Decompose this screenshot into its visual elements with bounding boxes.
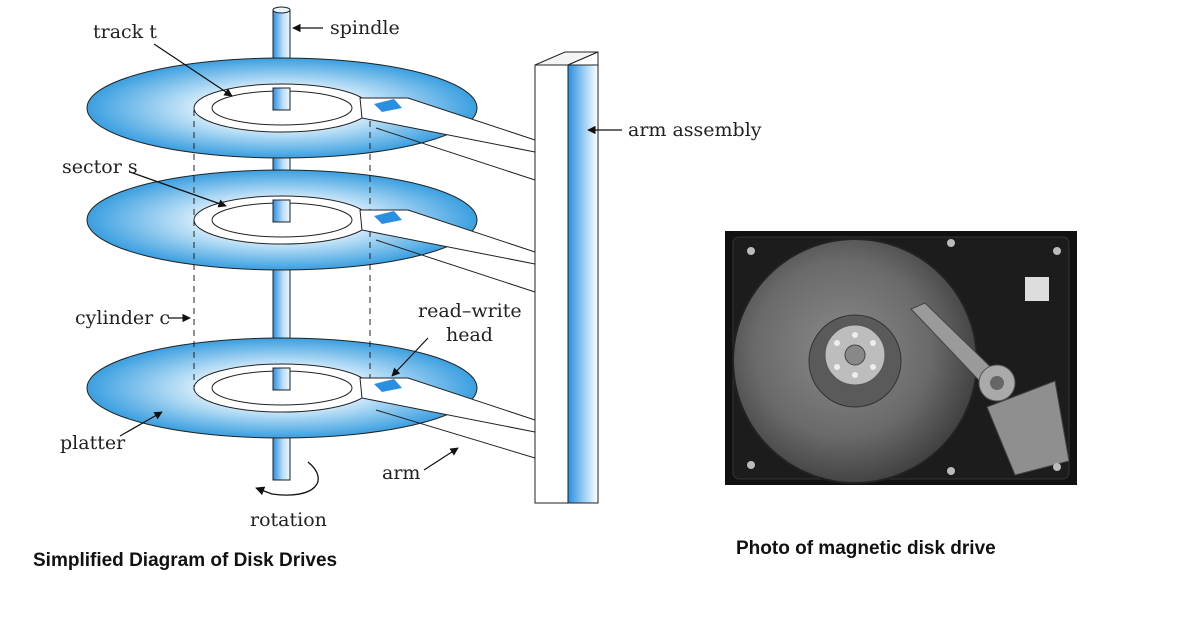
label-cylinder: cylinder c [75, 307, 170, 329]
label-rotation: rotation [250, 509, 327, 531]
label-arm-assembly: arm assembly [628, 119, 762, 141]
diagram-caption: Simplified Diagram of Disk Drives [33, 550, 338, 571]
rotation-arrow [255, 461, 319, 496]
label-read-write: read–write [418, 300, 522, 322]
platter-middle [86, 169, 478, 271]
arms [359, 97, 536, 459]
read-write-heads [374, 99, 402, 392]
label-platter: platter [60, 432, 126, 454]
photo-caption: Photo of magnetic disk drive [736, 538, 996, 559]
label-track: track t [93, 21, 157, 43]
platter-top [86, 57, 478, 159]
disk-drive-photo [725, 231, 1077, 485]
arm-assembly [534, 51, 599, 504]
label-head: head [446, 324, 493, 346]
label-spindle: spindle [330, 17, 400, 39]
label-arm: arm [382, 462, 420, 484]
cylinder-lines [193, 110, 371, 390]
label-sector: sector s [62, 156, 138, 178]
platter-bottom [86, 337, 478, 439]
leader-lines [119, 23, 622, 471]
